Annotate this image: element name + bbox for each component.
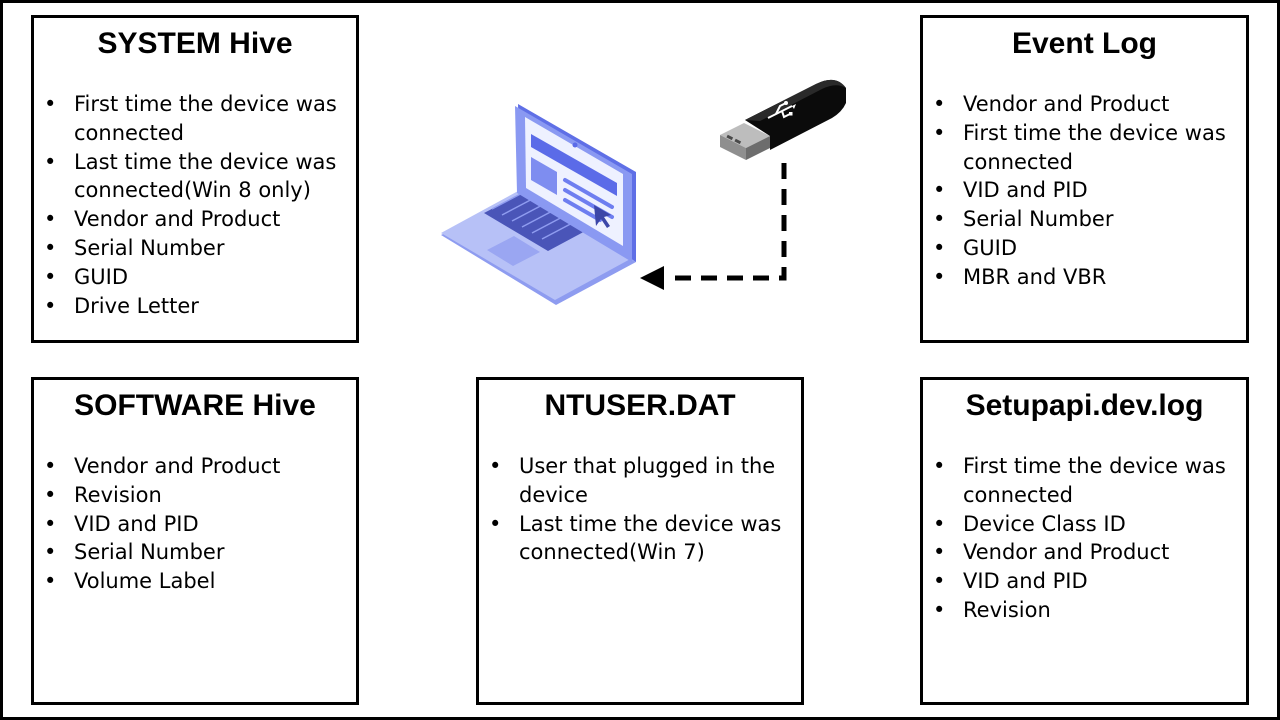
event-log-title: Event Log — [1011, 27, 1157, 60]
arrow-head-icon — [640, 266, 664, 290]
list-item: Serial Number — [44, 538, 352, 567]
system-hive-box: SYSTEM Hive First time the device was co… — [31, 15, 359, 343]
list-item: Serial Number — [44, 234, 352, 263]
event-log-box: Event Log Vendor and Product First time … — [920, 15, 1249, 343]
dashed-arrow — [640, 163, 787, 290]
list-item: Serial Number — [933, 205, 1242, 234]
list-item: First time the device was connected — [44, 90, 352, 148]
list-item: GUID — [44, 263, 352, 292]
software-hive-list: Vendor and Product Revision VID and PID … — [44, 452, 352, 596]
usb-drive-icon — [720, 79, 846, 160]
list-item: Vendor and Product — [933, 90, 1242, 119]
list-item: VID and PID — [44, 510, 352, 539]
list-item: Revision — [933, 596, 1242, 625]
list-item: Revision — [44, 481, 352, 510]
ntuser-dat-title: NTUSER.DAT — [544, 389, 736, 422]
list-item: Vendor and Product — [933, 538, 1242, 567]
list-item: Last time the device was connected(Win 7… — [489, 510, 797, 568]
list-item: Last time the device was connected(Win 8… — [44, 148, 352, 206]
list-item: Vendor and Product — [44, 452, 352, 481]
setupapi-log-list: First time the device was connected Devi… — [933, 452, 1242, 625]
laptop-icon — [441, 104, 636, 305]
list-item: VID and PID — [933, 567, 1242, 596]
event-log-list: Vendor and Product First time the device… — [933, 90, 1242, 292]
software-hive-box: SOFTWARE Hive Vendor and Product Revisio… — [31, 377, 359, 705]
list-item: First time the device was connected — [933, 452, 1242, 510]
list-item: Vendor and Product — [44, 205, 352, 234]
ntuser-dat-box: NTUSER.DAT User that plugged in the devi… — [476, 377, 804, 705]
list-item: MBR and VBR — [933, 263, 1242, 292]
software-hive-title: SOFTWARE Hive — [74, 389, 316, 422]
list-item: First time the device was connected — [933, 119, 1242, 177]
ntuser-dat-list: User that plugged in the device Last tim… — [489, 452, 797, 567]
list-item: Drive Letter — [44, 292, 352, 321]
list-item: GUID — [933, 234, 1242, 263]
list-item: Device Class ID — [933, 510, 1242, 539]
list-item: Volume Label — [44, 567, 352, 596]
setupapi-log-box: Setupapi.dev.log First time the device w… — [920, 377, 1249, 705]
list-item: VID and PID — [933, 176, 1242, 205]
list-item: User that plugged in the device — [489, 452, 797, 510]
setupapi-log-title: Setupapi.dev.log — [965, 389, 1204, 422]
system-hive-list: First time the device was connected Last… — [44, 90, 352, 320]
usb-symbol-icon — [767, 102, 793, 119]
system-hive-title: SYSTEM Hive — [97, 27, 293, 60]
